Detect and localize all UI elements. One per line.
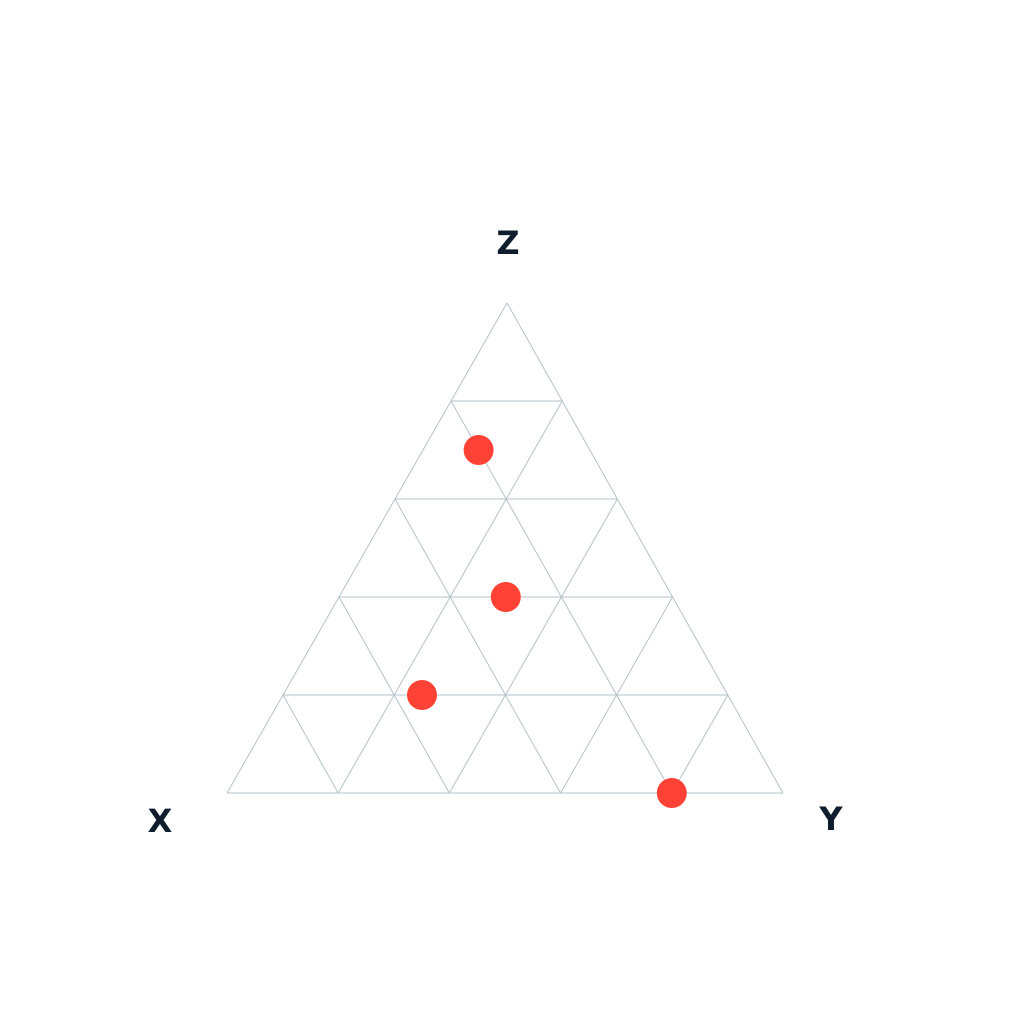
grid-line-y-3	[560, 596, 674, 794]
axis-label-z: Z	[496, 224, 519, 262]
triangle-edge-yz	[506, 302, 784, 794]
grid-line-y-2	[448, 498, 618, 794]
grid-line-x-2	[394, 498, 562, 794]
data-point-4[interactable]	[656, 778, 687, 808]
data-point-3[interactable]	[463, 435, 494, 465]
grid-line-y-4	[671, 694, 729, 794]
data-point-2[interactable]	[407, 680, 437, 710]
axis-label-x: X	[148, 802, 173, 840]
grid-line-x-3	[338, 596, 450, 794]
triangle-edge-zx	[226, 302, 508, 794]
axis-label-y: Y	[818, 800, 843, 838]
grid-line-x-4	[282, 694, 339, 794]
data-point-1[interactable]	[490, 582, 521, 612]
triangle-outline-layer	[226, 302, 784, 794]
points-layer	[407, 435, 687, 808]
